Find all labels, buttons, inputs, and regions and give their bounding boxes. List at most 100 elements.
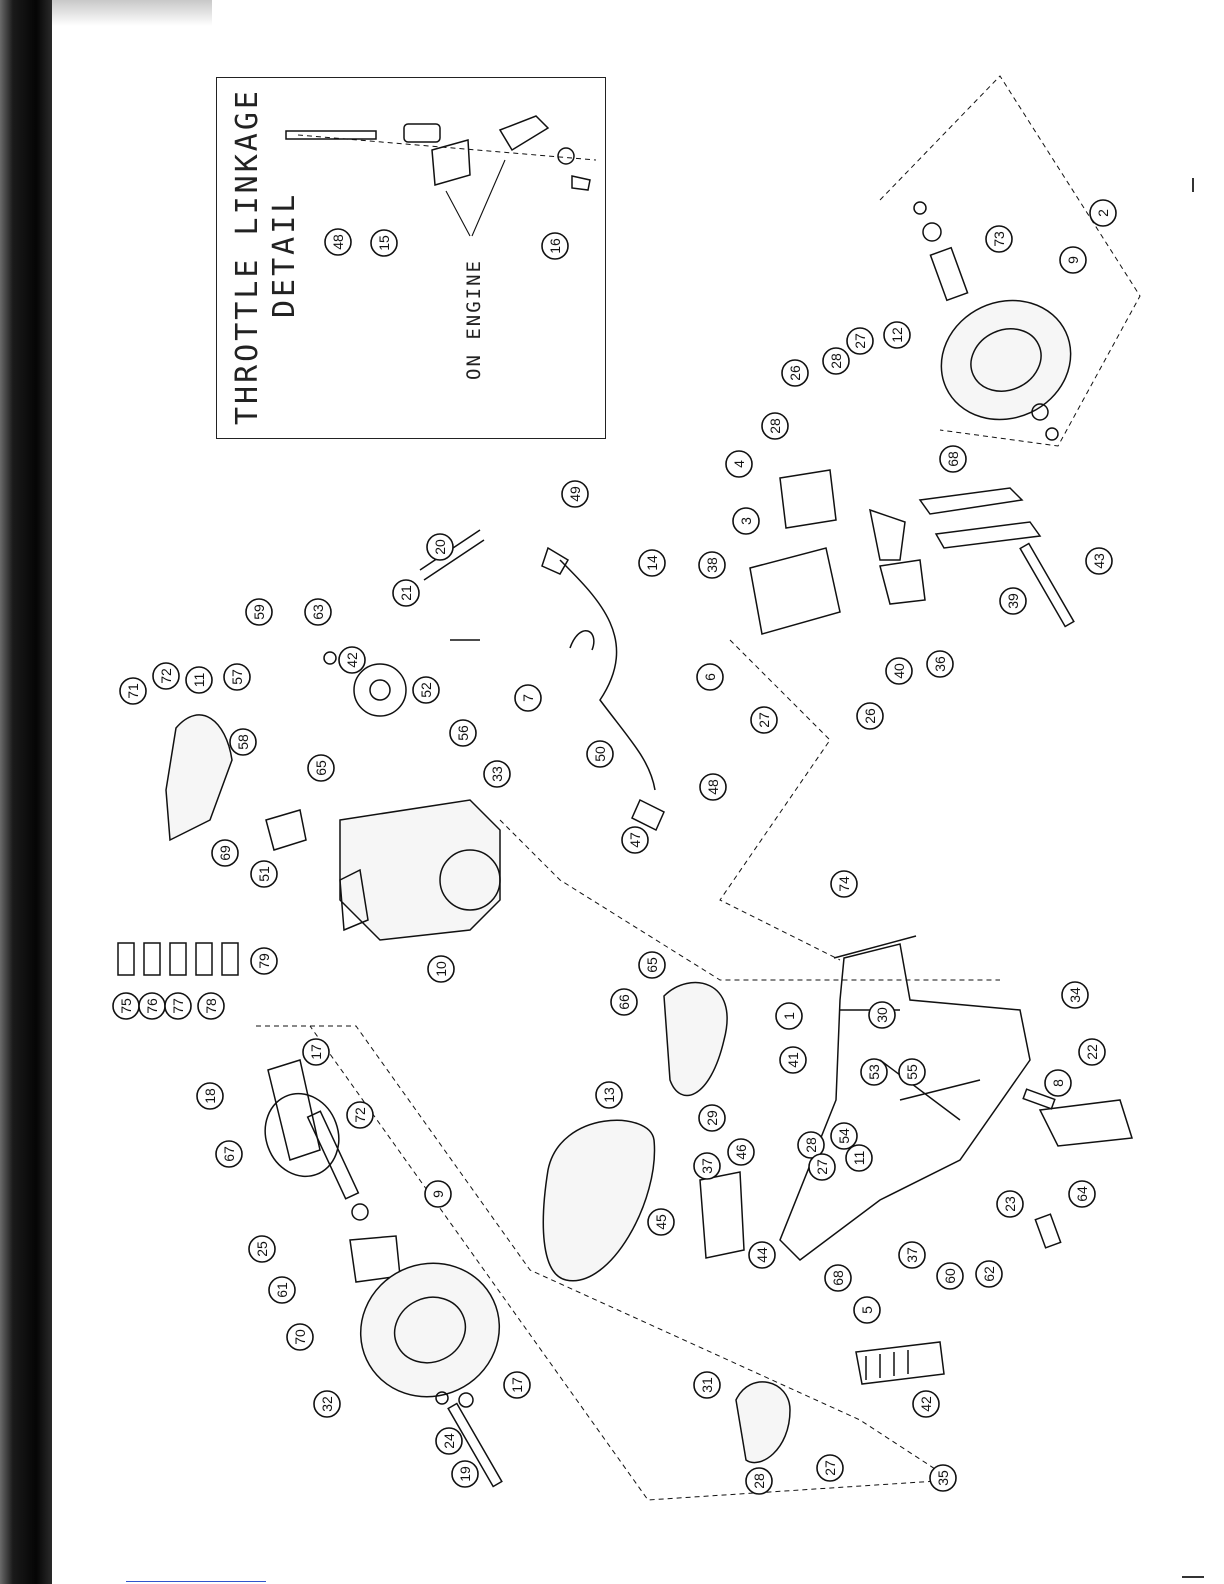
callout-number: 76 xyxy=(144,998,160,1014)
steering-to-frame-dash xyxy=(719,639,841,961)
callout-number: 50 xyxy=(592,746,608,762)
callout-number: 28 xyxy=(828,353,844,369)
callout-5: 5 xyxy=(853,1296,881,1324)
callout-circle xyxy=(268,1276,296,1304)
callout-27: 27 xyxy=(846,327,874,355)
number-plate-part xyxy=(779,469,837,529)
callout-circle xyxy=(185,666,213,694)
callout-39: 39 xyxy=(999,587,1027,615)
callout-circle xyxy=(698,1104,726,1132)
callout-76: 76 xyxy=(138,992,166,1020)
callout-circle xyxy=(610,988,638,1016)
callout-circle xyxy=(693,1152,721,1180)
rear-axle-washer-part xyxy=(458,1392,474,1408)
callout-19: 19 xyxy=(451,1460,479,1488)
callout-circle xyxy=(781,359,809,387)
engine-bracket-part xyxy=(498,115,550,152)
clutch-washer-part xyxy=(323,651,337,665)
decal-part-79 xyxy=(221,942,239,976)
front-wheel-part xyxy=(940,299,1072,421)
callout-circle xyxy=(725,450,753,478)
callout-circle xyxy=(164,992,192,1020)
callout-circle xyxy=(898,1241,926,1269)
callout-28: 28 xyxy=(822,347,850,375)
callout-circle xyxy=(1061,981,1089,1009)
callout-circle xyxy=(693,1371,721,1399)
callout-44: 44 xyxy=(748,1241,776,1269)
callout-number: 48 xyxy=(330,234,346,250)
engine-flywheel-cover xyxy=(439,849,501,911)
seat-bracket-part xyxy=(699,1171,745,1259)
callout-number: 37 xyxy=(904,1247,920,1263)
callout-circle xyxy=(152,662,180,690)
callout-number: 19 xyxy=(457,1466,473,1482)
scan-mark-right xyxy=(1192,178,1194,192)
callout-53: 53 xyxy=(860,1058,888,1086)
callout-14: 14 xyxy=(638,549,666,577)
callout-64: 64 xyxy=(1068,1180,1096,1208)
grip-left-part xyxy=(631,798,665,832)
callout-35: 35 xyxy=(929,1464,957,1492)
callout-1: 1 xyxy=(775,1002,803,1030)
callout-circle xyxy=(761,412,789,440)
callout-77: 77 xyxy=(164,992,192,1020)
callout-number: 27 xyxy=(814,1159,830,1175)
callout-number: 65 xyxy=(313,760,329,776)
callout-circle xyxy=(324,228,352,256)
callout-number: 11 xyxy=(851,1151,867,1166)
frame-steering-tube xyxy=(833,935,917,959)
callout-67: 67 xyxy=(215,1140,243,1168)
callout-68: 68 xyxy=(824,1264,852,1292)
callout-number: 7 xyxy=(520,694,536,702)
callout-circle xyxy=(514,684,542,712)
callout-number: 53 xyxy=(866,1064,882,1080)
callout-circle xyxy=(745,1467,773,1495)
callout-50: 50 xyxy=(586,740,614,768)
callout-number: 46 xyxy=(733,1144,749,1160)
callout-number: 45 xyxy=(653,1214,669,1230)
callout-16: 16 xyxy=(541,232,569,260)
callout-circle xyxy=(250,860,278,888)
rear-axle-nut-part xyxy=(435,1391,449,1405)
foot-peg-part xyxy=(1038,1099,1133,1147)
callout-number: 23 xyxy=(1002,1196,1018,1212)
callout-69: 69 xyxy=(211,839,239,867)
callout-circle xyxy=(830,870,858,898)
callout-20: 20 xyxy=(426,533,454,561)
callout-15: 15 xyxy=(370,229,398,257)
callout-circle xyxy=(853,1296,881,1324)
callout-27: 27 xyxy=(816,1454,844,1482)
callout-3: 3 xyxy=(732,507,760,535)
callout-circle xyxy=(392,579,420,607)
callout-number: 28 xyxy=(767,418,783,434)
callout-28: 28 xyxy=(797,1131,825,1159)
callout-circle xyxy=(561,480,589,508)
callout-circle xyxy=(860,1058,888,1086)
kickstand-spring-part xyxy=(1022,1088,1056,1110)
callout-number: 68 xyxy=(830,1270,846,1286)
callout-number: 12 xyxy=(889,327,905,343)
front-axle-spacer-part xyxy=(929,246,969,302)
callout-number: 70 xyxy=(292,1329,308,1345)
callout-circle xyxy=(926,650,954,678)
callout-17: 17 xyxy=(503,1371,531,1399)
callout-circle xyxy=(412,676,440,704)
callout-circle xyxy=(822,347,850,375)
callout-42: 42 xyxy=(338,646,366,674)
seat-part xyxy=(542,1119,656,1282)
callout-circle xyxy=(999,587,1027,615)
callout-circle xyxy=(196,1082,224,1110)
callout-number: 73 xyxy=(991,231,1007,247)
rear-sprocket-part xyxy=(264,1092,340,1178)
callout-circle xyxy=(647,1208,675,1236)
scan-corner-shadow xyxy=(52,0,212,26)
callout-number: 6 xyxy=(702,673,718,681)
callout-circle xyxy=(1078,1038,1106,1066)
callout-circle xyxy=(779,1046,807,1074)
callout-number: 18 xyxy=(202,1088,218,1104)
rear-shock-coils xyxy=(865,1350,909,1380)
rear-fender-part xyxy=(735,1381,791,1464)
callout-circle xyxy=(338,646,366,674)
callout-number: 34 xyxy=(1067,987,1083,1003)
